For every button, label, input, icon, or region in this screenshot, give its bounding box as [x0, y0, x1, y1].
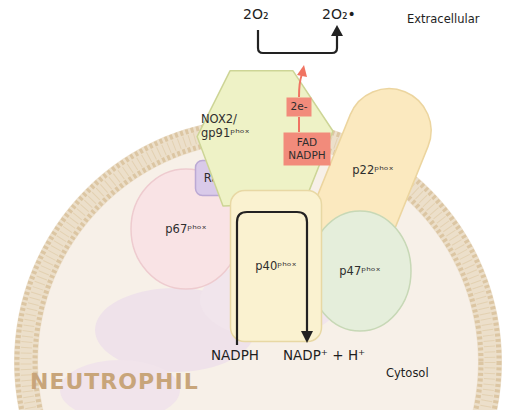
- region-label: Extracellular: [407, 12, 479, 26]
- p47-subunit-fill: [309, 211, 411, 331]
- node-text: p47ᵖʰᵒˣ: [339, 264, 380, 278]
- nox2-hexagon-fill: [197, 71, 333, 206]
- text-group: p47ᵖʰᵒˣ: [339, 264, 380, 278]
- product-label: NADP⁺ + H⁺: [283, 347, 365, 363]
- node-text: p67ᵖʰᵒˣ: [165, 222, 206, 236]
- cofactor-box-fill: [284, 133, 331, 166]
- superoxide-label: 2O₂•: [322, 6, 356, 22]
- rac2-box-fill: [196, 161, 241, 196]
- electron-box: 2e-: [286, 97, 312, 117]
- text-group: p22ᵖʰᵒˣ: [352, 163, 393, 177]
- oxygen-label: 2O₂: [243, 6, 269, 22]
- arrow-head: [331, 25, 343, 36]
- text-group: FAD NADPH: [285, 136, 329, 162]
- p40-subunit-fill: [231, 191, 322, 342]
- electron-arrow: [298, 117, 300, 132]
- substrate-label: NADPH: [211, 347, 259, 363]
- nox2-hexagon: NOX2/ gp91ᵖʰᵒˣ 2e- FAD NADPH: [195, 68, 335, 208]
- cofactor-box: FAD NADPH: [283, 132, 331, 166]
- region-label: Cytosol: [386, 366, 429, 380]
- node-text: FAD NADPH: [285, 136, 329, 162]
- text-group: p67ᵖʰᵒˣ: [165, 222, 206, 236]
- cell-label: NEUTROPHIL: [30, 369, 199, 394]
- arrow-head: [297, 65, 307, 77]
- p47-subunit: p47ᵖʰᵒˣ: [308, 210, 412, 332]
- node-text: NOX2/ gp91ᵖʰᵒˣ: [201, 112, 277, 141]
- node-text: 2e-: [291, 100, 308, 113]
- text-group: 2e-: [291, 100, 308, 113]
- text-group: p40ᵖʰᵒˣ: [255, 259, 296, 273]
- electron-box-fill: [287, 98, 312, 117]
- text-group: NOX2/ gp91ᵖʰᵒˣ: [201, 112, 277, 141]
- node-text: p40ᵖʰᵒˣ: [255, 259, 296, 273]
- node-text: p22ᵖʰᵒˣ: [352, 163, 393, 177]
- superoxide-arrow: [258, 30, 337, 53]
- p67-subunit-fill: [131, 169, 241, 289]
